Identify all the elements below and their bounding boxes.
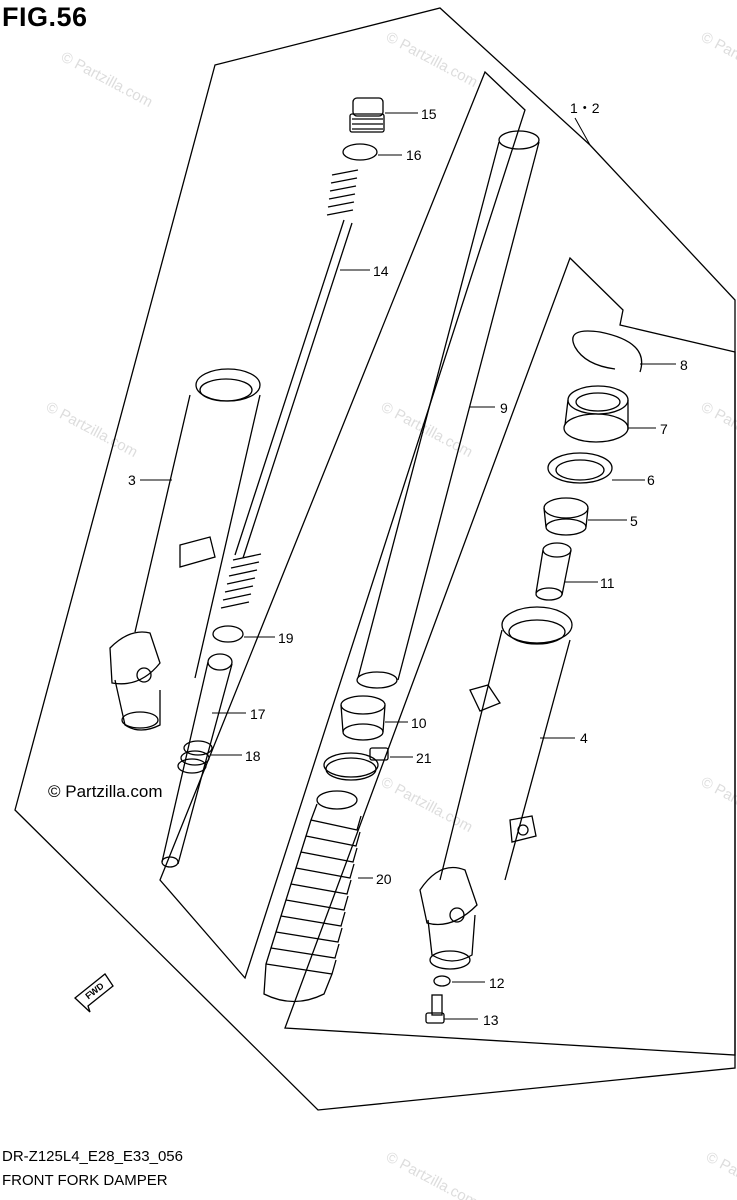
watermark: © Partzilla.com bbox=[703, 1149, 737, 1200]
watermark: © Partzilla.com bbox=[698, 399, 737, 461]
assembly-name: FRONT FORK DAMPER bbox=[2, 1172, 168, 1189]
forward-arrow-icon: FWD bbox=[74, 973, 114, 1013]
cap-bolt-part-15 bbox=[349, 97, 385, 133]
rebound-spring bbox=[220, 553, 262, 609]
bolt-part-13 bbox=[425, 994, 445, 1024]
inner-tube-part-9 bbox=[356, 130, 540, 689]
callout-labels: 1・2 15 16 14 3 19 17 18 9 10 21 20 8 7 6… bbox=[128, 100, 688, 1028]
callout-21: 21 bbox=[416, 750, 432, 766]
callout-8: 8 bbox=[680, 357, 688, 373]
leader-lines bbox=[140, 112, 676, 1020]
callout-16: 16 bbox=[406, 147, 422, 163]
outer-tube-part-3 bbox=[109, 368, 261, 731]
washer-part-6 bbox=[547, 452, 613, 484]
callout-14: 14 bbox=[373, 263, 389, 279]
watermark-layer: © Partzilla.com © Partzilla.com © Partzi… bbox=[43, 29, 737, 1200]
callout-7: 7 bbox=[660, 421, 668, 437]
copyright-notice: © Partzilla.com bbox=[48, 782, 163, 801]
fork-boot-part-20 bbox=[263, 790, 362, 1003]
outer-tube-part-4 bbox=[419, 606, 573, 970]
watermark: © Partzilla.com bbox=[698, 774, 737, 836]
callout-5: 5 bbox=[630, 513, 638, 529]
callout-12: 12 bbox=[489, 975, 505, 991]
snap-ring-part-8 bbox=[572, 330, 643, 373]
callout-10: 10 bbox=[411, 715, 427, 731]
watermark: © Partzilla.com bbox=[43, 399, 140, 461]
clamp-part-21 bbox=[323, 747, 389, 781]
callout-4: 4 bbox=[580, 730, 588, 746]
fwd-label: FWD bbox=[83, 980, 106, 1001]
watermark: © Partzilla.com bbox=[378, 399, 475, 461]
callout-20: 20 bbox=[376, 871, 392, 887]
callout-6: 6 bbox=[647, 472, 655, 488]
bushing-part-5 bbox=[543, 497, 589, 536]
watermark: © Partzilla.com bbox=[698, 29, 737, 91]
watermark: © Partzilla.com bbox=[58, 49, 155, 111]
gasket-part-12 bbox=[433, 975, 451, 987]
collar-part-18 bbox=[177, 740, 213, 774]
assembly-frame-right bbox=[284, 256, 736, 1056]
watermark: © Partzilla.com bbox=[378, 774, 475, 836]
oil-lock-piece-part-11 bbox=[535, 542, 572, 601]
callout-3: 3 bbox=[128, 472, 136, 488]
callout-18: 18 bbox=[245, 748, 261, 764]
callout-13: 13 bbox=[483, 1012, 499, 1028]
damper-rod-part-14 bbox=[234, 169, 359, 559]
assembly-frame-left bbox=[159, 70, 526, 980]
callout-11: 11 bbox=[600, 575, 615, 591]
assembly-frame-outer bbox=[14, 7, 736, 1111]
callout-17: 17 bbox=[250, 706, 266, 722]
callout-15: 15 bbox=[421, 106, 437, 122]
watermark: © Partzilla.com bbox=[383, 29, 480, 91]
figure-title: FIG.56 bbox=[2, 2, 88, 32]
rod-part-17 bbox=[161, 653, 233, 868]
bushing-part-10 bbox=[340, 695, 386, 741]
callout-19: 19 bbox=[278, 630, 294, 646]
model-code: DR-Z125L4_E28_E33_056 bbox=[2, 1148, 183, 1165]
callout-9: 9 bbox=[500, 400, 508, 416]
o-ring-part-16 bbox=[342, 143, 378, 161]
circlip-part-19 bbox=[212, 625, 244, 643]
oil-seal-part-7 bbox=[563, 385, 629, 443]
watermark: © Partzilla.com bbox=[383, 1149, 480, 1200]
callout-assembly: 1・2 bbox=[570, 100, 600, 116]
